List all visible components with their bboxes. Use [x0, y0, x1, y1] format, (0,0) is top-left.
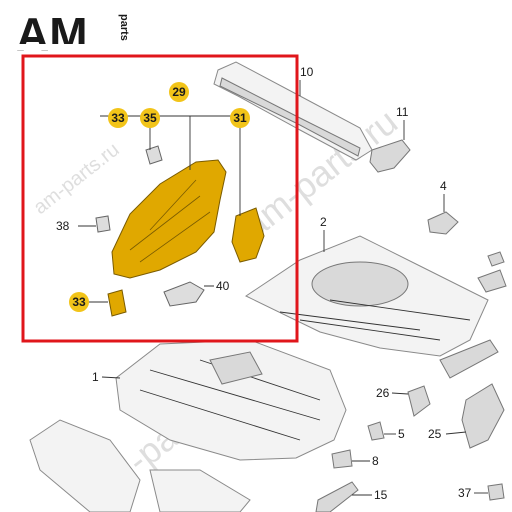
callout-31-text: 31: [233, 111, 247, 125]
label-8: 8: [372, 454, 379, 468]
label-40: 40: [216, 279, 230, 293]
part-31-pad: [231, 207, 265, 263]
label-2: 2: [320, 215, 327, 229]
part-5: [367, 421, 385, 441]
callout-35: 35: [140, 108, 160, 128]
part-2-rear-floor: [244, 235, 489, 357]
part-37: [487, 483, 505, 501]
part-40-plate: [163, 281, 205, 307]
label-15: 15: [374, 488, 388, 502]
am-parts-logo: AM parts: [16, 8, 130, 60]
label-1: 1: [92, 370, 99, 384]
part-1-front-floor: [115, 339, 347, 461]
label-5: 5: [398, 427, 405, 441]
label-38: 38: [56, 219, 70, 233]
callout-35-text: 35: [143, 111, 157, 125]
logo-cut: [16, 44, 116, 50]
part-4-bracket: [427, 211, 459, 235]
callout-33-lower-text: 33: [72, 295, 86, 309]
label-10: 10: [300, 65, 314, 79]
part-25: [461, 383, 505, 449]
callout-33-upper-text: 33: [111, 111, 125, 125]
callout-31: 31: [230, 108, 250, 128]
part-33-clip-lower: [107, 289, 127, 317]
label-4: 4: [440, 179, 447, 193]
part-side-sill: [29, 419, 251, 512]
part-11-bracket: [369, 139, 411, 173]
callout-29-text: 29: [172, 85, 186, 99]
logo-side: parts: [118, 14, 130, 41]
part-10-rear-crossmember: [213, 61, 373, 161]
part-small-right-set: [439, 251, 507, 379]
callout-33-upper: 33: [108, 108, 128, 128]
part-35-clip: [145, 145, 163, 165]
part-26: [407, 385, 431, 417]
label-11: 11: [396, 105, 409, 119]
label-37: 37: [458, 486, 472, 500]
part-29-insulation-assembly: [111, 159, 227, 279]
part-38-clip: [95, 215, 111, 233]
label-26: 26: [376, 386, 390, 400]
callout-29: 29: [169, 82, 189, 102]
callout-33-lower: 33: [69, 292, 89, 312]
watermark-1: am-parts.ru: [30, 139, 124, 219]
part-15: [315, 481, 359, 512]
logo-main: AM: [16, 8, 88, 60]
highlight-box: [21, 54, 299, 343]
part-8: [331, 449, 353, 469]
label-25: 25: [428, 427, 442, 441]
